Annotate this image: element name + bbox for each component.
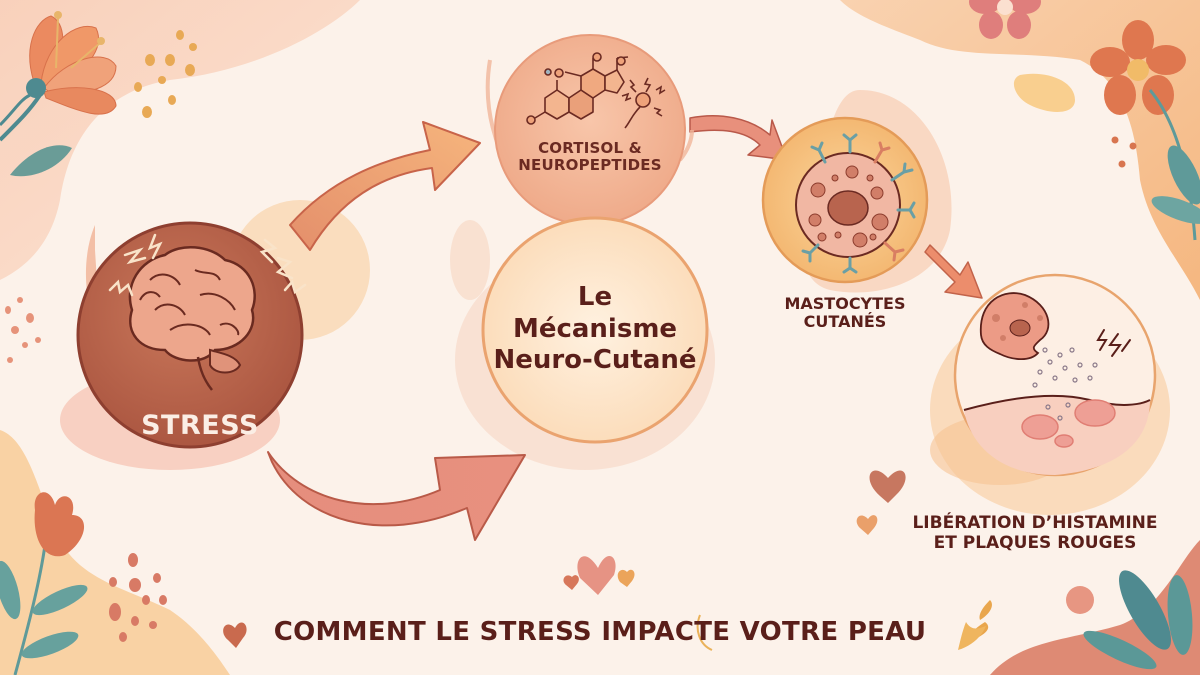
brain-icon [128, 245, 256, 391]
stress-zigzag-icon [108, 233, 307, 297]
dots-decoration [134, 30, 197, 118]
skin-reaction-icon [980, 292, 1131, 448]
mastocytes-label-line1: MASTOCYTES [784, 294, 906, 313]
flower-icon [0, 492, 88, 675]
cortisol-label-line1: CORTISOL & [538, 139, 642, 157]
center-node [481, 216, 709, 444]
histamine-label-line1: LIBÉRATION D’HISTAMINE [912, 513, 1158, 533]
arrow-mastocytes-to-histamine [924, 244, 983, 299]
center-title-line3: Neuro-Cutané [493, 345, 697, 376]
stress-node [76, 221, 307, 449]
cortisol-node [485, 34, 694, 226]
arrow-stress-to-cortisol [289, 121, 481, 251]
center-title: Le Mécanisme Neuro-Cutané [470, 282, 720, 377]
leaf-icon [1083, 570, 1193, 670]
flower-icon [0, 11, 117, 177]
flower-icon [1090, 20, 1186, 115]
flower-icon [969, 0, 1041, 39]
page-title: COMMENT LE STRESS IMPACTE VOTRE PEAU [273, 617, 927, 647]
molecule-icon [526, 52, 629, 125]
stress-label: STRESS [141, 410, 259, 441]
mastocytes-node [761, 116, 929, 284]
mast-cell-icon [795, 133, 916, 274]
center-title-line2: Mécanisme [512, 313, 678, 344]
histamine-label: LIBÉRATION D’HISTAMINE ET PLAQUES ROUGES [880, 513, 1190, 553]
cortisol-label-line2: NEUROPEPTIDES [518, 156, 662, 175]
leaf-icon [696, 614, 713, 651]
arrow-stress-to-center [267, 451, 526, 541]
histamine-label-line2: ET PLAQUES ROUGES [933, 532, 1137, 553]
mastocytes-label-line2: CUTANÉS [803, 312, 887, 332]
mastocytes-label: MASTOCYTES CUTANÉS [755, 294, 935, 332]
histamine-node [953, 273, 1157, 477]
neuron-icon [621, 77, 666, 129]
center-title-line1: Le [577, 282, 613, 312]
cortisol-label: CORTISOL & NEUROPEPTIDES [505, 139, 675, 175]
